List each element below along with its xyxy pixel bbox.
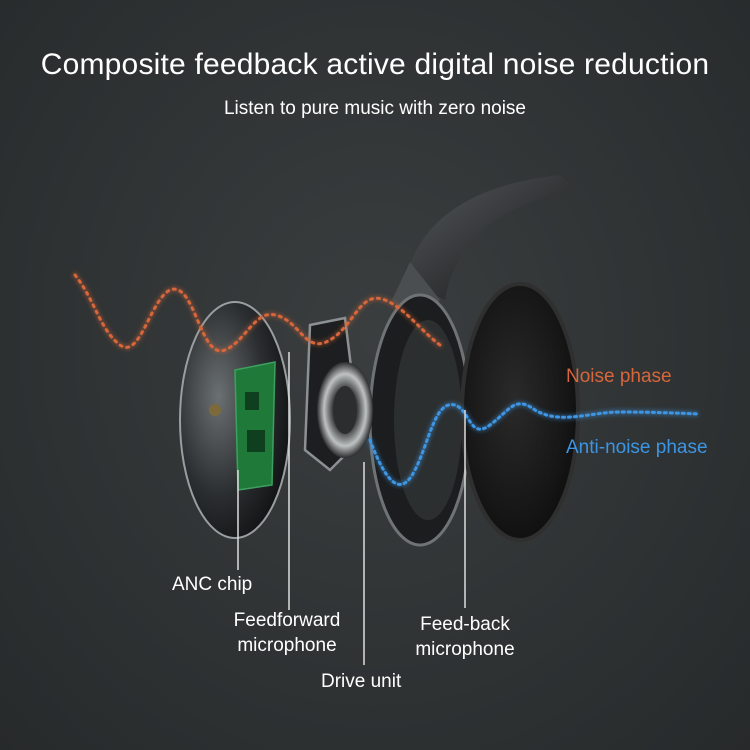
feedback-microphone-label: Feed-back microphone [402,612,528,662]
anc-chip-label: ANC chip [172,574,253,595]
feedback-line2: microphone [415,639,515,660]
feedforward-microphone-label: Feedforward microphone [222,608,352,658]
anc-chip-board [234,361,276,491]
anti-noise-wave [368,402,702,486]
headband [405,175,575,300]
drive-unit-label: Drive unit [321,671,402,692]
feedback-line1: Feed-back [420,614,510,635]
ear-cup-inner [394,320,462,520]
page-subtitle: Listen to pure music with zero noise [223,98,527,119]
feedforward-line2: microphone [237,635,337,656]
anti-noise-phase-label: Anti-noise phase [566,437,708,458]
feedforward-line1: Feedforward [233,610,341,631]
noise-wave [73,273,442,353]
ear-cushion [462,284,578,540]
page-title: Composite feedback active digital noise … [40,48,710,81]
noise-phase-label: Noise phase [566,366,672,387]
